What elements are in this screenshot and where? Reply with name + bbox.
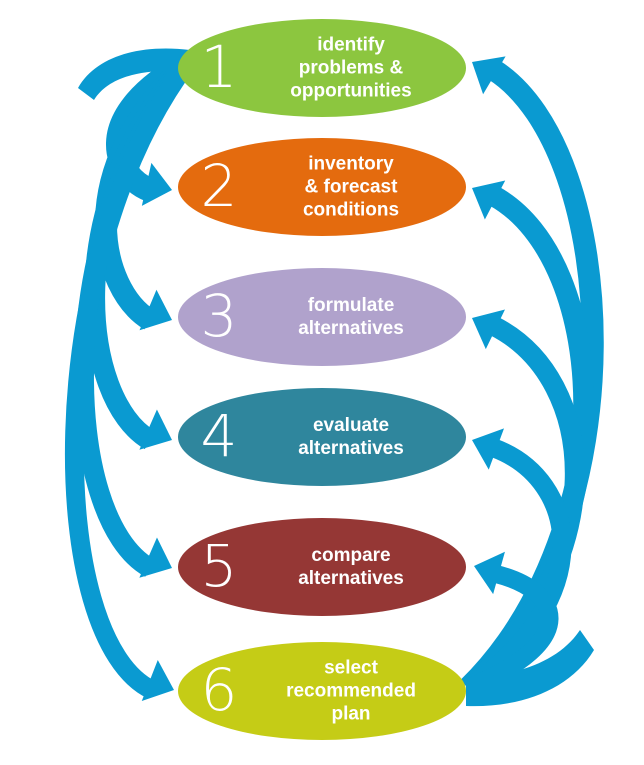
right-arrow-origin — [466, 630, 594, 707]
step-label-line: select — [324, 657, 378, 679]
left-arrowhead — [139, 537, 172, 578]
right-arrow-group — [460, 56, 604, 707]
step-5-ellipse: 5 compare alternatives — [178, 518, 466, 616]
right-arrowhead — [474, 551, 505, 595]
left-arrowhead — [141, 660, 174, 702]
right-arrow-shaft — [462, 439, 572, 696]
step-label-line: alternatives — [298, 438, 404, 459]
left-arrowhead — [141, 162, 172, 206]
step-6-ellipse: 6 select recommended plan — [178, 642, 466, 740]
step-1-ellipse: 1 identify problems & opportunities — [178, 19, 466, 117]
left-arrow-origin — [78, 48, 190, 100]
step-label: evaluate alternatives — [258, 414, 444, 460]
step-label-line: recommended — [286, 680, 416, 702]
step-label-line: inventory — [308, 153, 394, 175]
right-arrowhead — [472, 180, 506, 220]
step-number: 6 — [200, 655, 238, 724]
step-label: compare alternatives — [258, 544, 444, 590]
left-arrowhead — [139, 289, 172, 331]
step-label-line: formulate — [307, 295, 395, 316]
right-arrow-shaft — [464, 565, 559, 697]
step-label-line: & forecast — [304, 176, 398, 198]
step-label-line: plan — [331, 703, 371, 725]
step-label: formulate alternatives — [258, 294, 444, 340]
right-arrowhead — [472, 56, 506, 95]
left-arrow-shaft — [64, 56, 196, 699]
right-arrowhead — [472, 428, 505, 470]
step-label: identify problems & opportunities — [258, 34, 444, 103]
step-number: 2 — [200, 151, 238, 220]
step-number: 5 — [200, 531, 238, 600]
step-label-line: alternatives — [298, 568, 404, 589]
step-label-line: problems & — [298, 57, 404, 79]
step-4-ellipse: 4 evaluate alternatives — [178, 388, 466, 486]
step-label-line: compare — [311, 545, 391, 566]
step-label-line: conditions — [302, 199, 400, 221]
step-number: 4 — [200, 401, 238, 470]
step-label: inventory & forecast conditions — [258, 153, 444, 222]
right-arrowhead — [472, 309, 505, 350]
step-label-line: opportunities — [290, 80, 412, 102]
step-3-ellipse: 3 formulate alternatives — [178, 268, 466, 366]
step-label-line: identify — [317, 34, 385, 56]
step-label: select recommended plan — [258, 657, 444, 726]
left-arrow-group — [64, 48, 196, 702]
step-number: 1 — [200, 32, 238, 101]
left-arrowhead — [139, 409, 172, 450]
step-label-line: alternatives — [298, 318, 404, 339]
step-2-ellipse: 2 inventory & forecast conditions — [178, 138, 466, 236]
step-label-line: evaluate — [312, 415, 390, 436]
step-number: 3 — [200, 281, 238, 350]
